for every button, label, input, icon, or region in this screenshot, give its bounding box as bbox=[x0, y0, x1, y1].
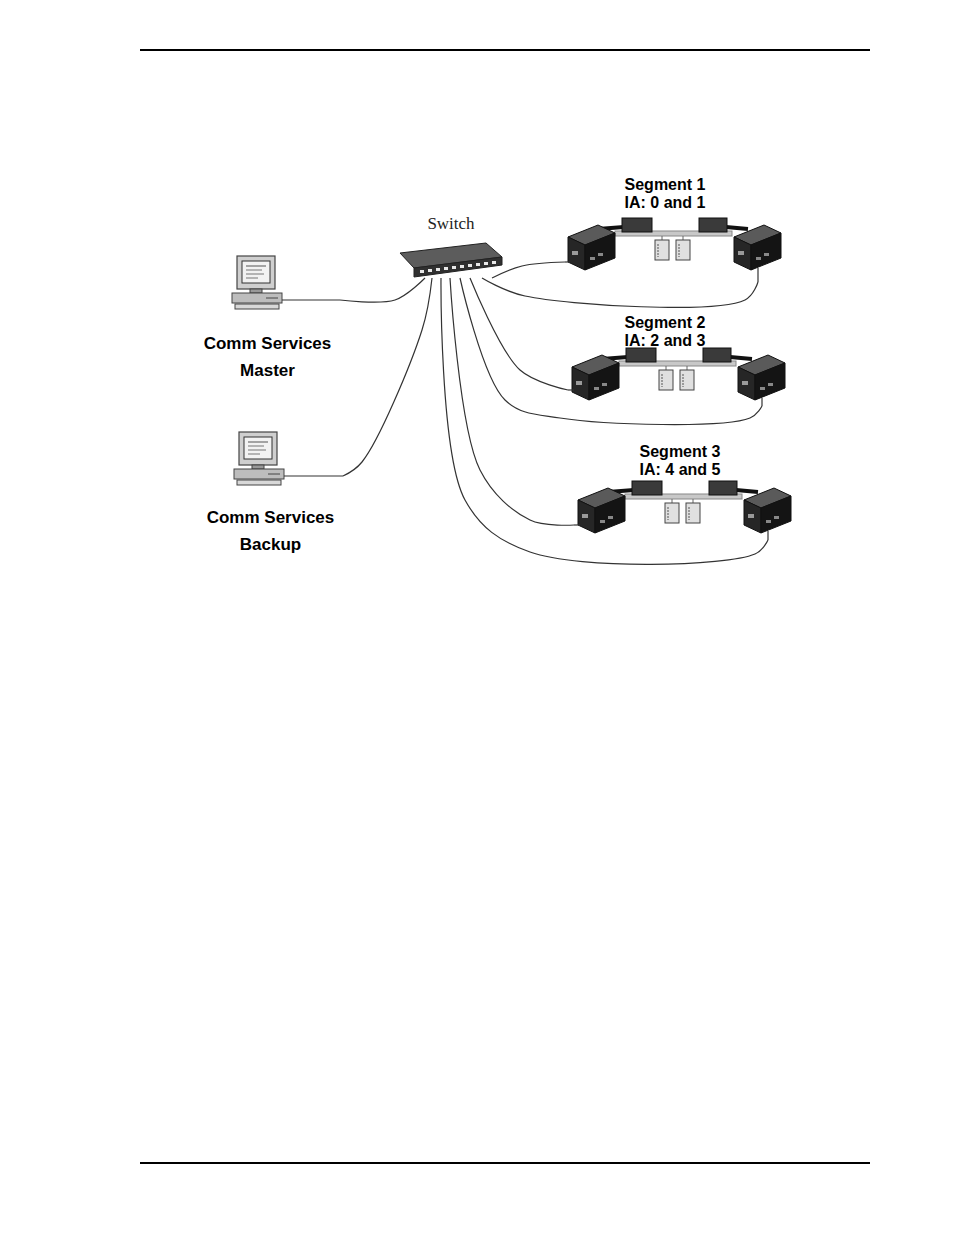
computer-icon bbox=[234, 432, 284, 485]
text-block: Comm Services Backup bbox=[198, 504, 343, 558]
drawing-part bbox=[476, 263, 480, 266]
header-rule bbox=[140, 49, 870, 51]
network-cable bbox=[441, 278, 768, 564]
cable bbox=[282, 299, 340, 300]
network-cable bbox=[492, 262, 565, 278]
seg-label: IA: 4 and 5 bbox=[640, 461, 721, 479]
footer-rule bbox=[140, 1162, 870, 1164]
segment-devices bbox=[568, 218, 781, 270]
drawing-part bbox=[428, 269, 432, 272]
drawing-part bbox=[436, 268, 440, 271]
segment-devices bbox=[578, 481, 791, 533]
drawing-part bbox=[444, 267, 448, 270]
segment-node: Segment 2IA: 2 and 3 bbox=[568, 312, 798, 406]
cable bbox=[284, 475, 343, 476]
seg-label: IA: 2 and 3 bbox=[625, 332, 706, 350]
seg-label: Segment 3 bbox=[640, 443, 721, 461]
text-block: Segment 3IA: 4 and 5 bbox=[640, 443, 721, 479]
network-cable bbox=[470, 278, 568, 390]
text-block: Segment 2IA: 2 and 3 bbox=[625, 314, 706, 350]
computer-node: Comm Services Backup bbox=[198, 428, 343, 562]
seg-label: Segment 2 bbox=[625, 314, 706, 332]
drawing-part bbox=[420, 270, 424, 273]
drawing-part bbox=[568, 389, 574, 390]
drawing-part bbox=[761, 398, 762, 406]
drawing-part bbox=[757, 268, 758, 282]
seg-label: IA: 0 and 1 bbox=[625, 194, 706, 212]
network-cable bbox=[460, 278, 762, 425]
network-cable bbox=[482, 278, 758, 307]
sw-label: Switch bbox=[398, 214, 504, 234]
segment-node: Segment 1IA: 0 and 1 bbox=[565, 172, 790, 282]
drawing-part bbox=[565, 261, 570, 262]
cable bbox=[565, 262, 768, 540]
network-cable bbox=[450, 278, 574, 525]
segment-devices bbox=[572, 348, 785, 400]
pc-label: Comm Services Master bbox=[195, 330, 340, 384]
network-cable bbox=[343, 278, 432, 476]
drawing-part bbox=[484, 262, 488, 265]
text-block: Comm Services Master bbox=[195, 330, 340, 384]
network-cable bbox=[340, 278, 425, 302]
seg-label: Segment 1 bbox=[625, 176, 706, 194]
drawing-part bbox=[574, 524, 580, 525]
drawing-part bbox=[767, 531, 768, 540]
text-block: Segment 1IA: 0 and 1 bbox=[625, 176, 706, 212]
segment-node: Segment 3IA: 4 and 5 bbox=[574, 443, 800, 540]
drawing-part bbox=[452, 266, 456, 269]
drawing-part bbox=[460, 265, 464, 268]
switch-body bbox=[400, 243, 502, 277]
computer-node: Comm Services Master bbox=[195, 252, 340, 388]
switch: Switch bbox=[398, 212, 504, 278]
drawing-part bbox=[414, 257, 502, 277]
drawing-part bbox=[468, 264, 472, 267]
computer-icon bbox=[232, 256, 282, 309]
drawing-part bbox=[420, 261, 496, 273]
pc-label: Comm Services Backup bbox=[198, 504, 343, 558]
text-block: Switch bbox=[398, 214, 504, 234]
drawing-part bbox=[492, 261, 496, 264]
